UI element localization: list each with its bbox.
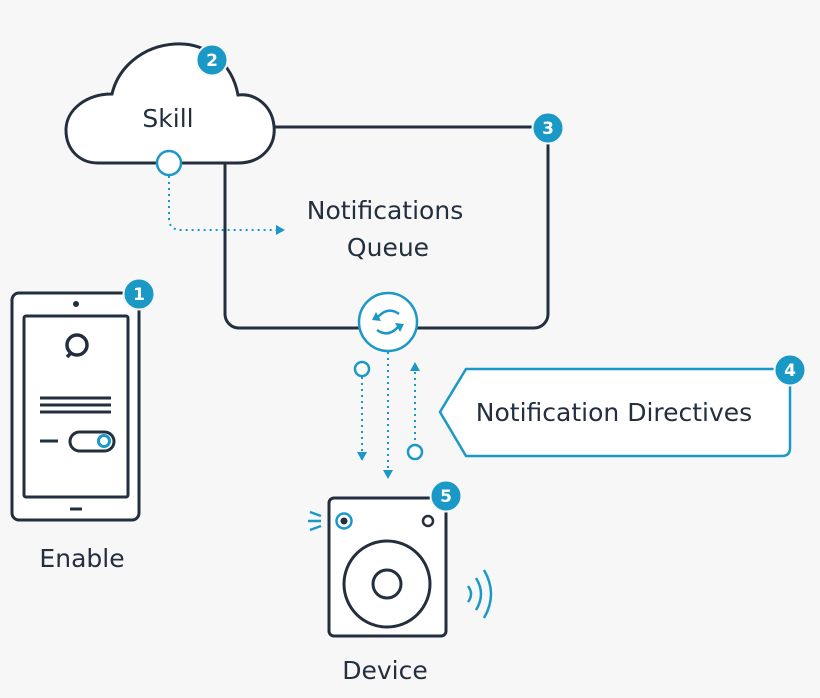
queue-label-line2: Queue [347, 233, 429, 262]
badge-2: 2 [195, 43, 229, 77]
badge-4: 4 [773, 353, 807, 387]
notification-directives-callout: Notification Directives [438, 367, 792, 458]
badge-3-number: 3 [542, 119, 554, 139]
badge-2-number: 2 [206, 51, 218, 71]
speaker-icon [327, 496, 448, 638]
badge-4-number: 4 [784, 361, 796, 381]
sync-icon [357, 291, 419, 353]
tablet-device [10, 291, 141, 522]
skill-to-queue-connector [155, 149, 285, 235]
directives-label: Notification Directives [476, 398, 752, 427]
sound-waves-icon [466, 569, 493, 619]
skill-cloud: Skill [64, 42, 276, 165]
badge-1-number: 1 [133, 285, 145, 305]
badge-1: 1 [122, 277, 156, 311]
queue-label-line1: Notifications [307, 196, 463, 225]
tablet-label: Enable [39, 544, 124, 573]
device-label: Device [342, 656, 428, 685]
badge-5-number: 5 [440, 487, 452, 507]
badge-5: 5 [429, 479, 463, 513]
alexa-ring-icon [65, 333, 89, 359]
toggle-switch-icon [68, 430, 116, 453]
light-rays-icon [308, 510, 322, 532]
queue-to-device-connectors [353, 352, 424, 479]
skill-label: Skill [142, 104, 193, 133]
badge-3: 3 [531, 111, 565, 145]
